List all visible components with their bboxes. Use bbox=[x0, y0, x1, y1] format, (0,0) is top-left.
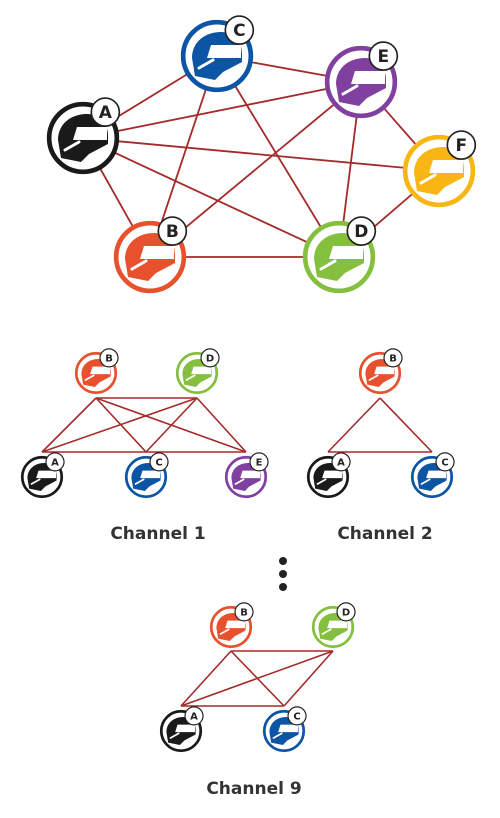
mesh-badge-a: A bbox=[90, 97, 121, 127]
ch1-badge-e: E bbox=[249, 452, 269, 472]
ch9-helmet-b-icon bbox=[209, 605, 253, 649]
svg-text:C: C bbox=[155, 457, 162, 468]
ch2-badge-c: C bbox=[435, 452, 455, 472]
svg-text:E: E bbox=[378, 47, 390, 67]
mesh-rider-f: F bbox=[402, 130, 477, 208]
ch1-badge-d: D bbox=[200, 348, 220, 368]
ch1-rider-d: D bbox=[175, 348, 220, 395]
ch2-badge-a: A bbox=[331, 452, 351, 472]
channel-9-network: B D A C bbox=[159, 602, 356, 753]
ch2-rider-b: B bbox=[358, 348, 403, 395]
ch9-badge-a: A bbox=[184, 706, 204, 726]
mesh-rider-c: C bbox=[180, 15, 255, 93]
ch9-badge-b: B bbox=[234, 602, 254, 622]
ch1-rider-a: A bbox=[20, 452, 65, 499]
svg-text:B: B bbox=[166, 222, 179, 242]
ch9-link-d-c bbox=[283, 650, 334, 707]
ch1-link-d-a bbox=[41, 397, 198, 453]
channel-1-network: B D A C E bbox=[20, 348, 269, 499]
svg-text:C: C bbox=[293, 711, 300, 722]
svg-text:D: D bbox=[354, 222, 368, 242]
ch1-rider-b: B bbox=[74, 348, 119, 395]
mesh-link-a-f bbox=[82, 137, 440, 172]
mesh-rider-e: E bbox=[324, 41, 399, 119]
mesh-rider-b: B bbox=[113, 216, 188, 294]
svg-text:A: A bbox=[99, 103, 113, 123]
svg-text:B: B bbox=[105, 353, 113, 364]
channel-9-caption: Channel 9 bbox=[206, 779, 302, 799]
mesh-link-c-d bbox=[216, 55, 340, 258]
ch9-rider-a: A bbox=[159, 706, 204, 753]
ch9-rider-b: B bbox=[209, 602, 254, 649]
svg-text:A: A bbox=[51, 457, 59, 468]
ch2-link-b-c bbox=[379, 397, 433, 453]
mesh-badge-e: E bbox=[368, 41, 399, 71]
ch2-rider-c: C bbox=[410, 452, 455, 499]
ch9-links bbox=[180, 650, 334, 707]
ch9-link-d-a bbox=[180, 650, 334, 707]
ch1-links bbox=[41, 397, 247, 453]
mesh-link-a-e bbox=[82, 81, 362, 139]
mesh-helmet-e-icon bbox=[324, 45, 398, 119]
mesh-network: A B C D E F bbox=[46, 15, 477, 294]
ch1-rider-c: C bbox=[124, 452, 169, 499]
channel-1-caption: Channel 1 bbox=[110, 524, 206, 544]
svg-text:B: B bbox=[240, 607, 248, 618]
mesh-badge-b: B bbox=[157, 216, 188, 246]
mesh-badge-d: D bbox=[346, 216, 377, 246]
svg-text:C: C bbox=[233, 21, 245, 41]
ch2-link-b-a bbox=[327, 397, 381, 453]
ch2-rider-a: A bbox=[306, 452, 351, 499]
mesh-badge-f: F bbox=[446, 130, 477, 160]
channel-2-caption: Channel 2 bbox=[337, 524, 433, 544]
svg-text:D: D bbox=[206, 353, 214, 364]
ch1-link-d-e bbox=[196, 397, 247, 453]
ch1-link-d-c bbox=[145, 397, 198, 453]
ch1-rider-e: E bbox=[224, 452, 269, 499]
ch9-badge-d: D bbox=[336, 602, 356, 622]
svg-text:E: E bbox=[256, 457, 263, 468]
ch9-helmet-a-icon bbox=[159, 709, 203, 753]
mesh-rider-d: D bbox=[302, 216, 377, 294]
ch1-badge-b: B bbox=[99, 348, 119, 368]
svg-text:C: C bbox=[441, 457, 448, 468]
ch9-link-b-a bbox=[180, 650, 232, 707]
ch9-helmet-d-icon bbox=[311, 605, 355, 649]
svg-text:D: D bbox=[342, 607, 350, 618]
mesh-link-a-d bbox=[82, 137, 340, 258]
svg-text:A: A bbox=[337, 457, 345, 468]
ch1-badge-a: A bbox=[45, 452, 65, 472]
svg-text:B: B bbox=[389, 353, 397, 364]
ch1-badge-c: C bbox=[149, 452, 169, 472]
ch9-rider-c: C bbox=[262, 706, 307, 753]
ch2-helmet-c-icon bbox=[410, 455, 454, 499]
ch2-links bbox=[327, 397, 433, 453]
mesh-badge-c: C bbox=[224, 15, 255, 45]
svg-text:F: F bbox=[456, 136, 468, 156]
more-channels-ellipsis-icon bbox=[279, 557, 289, 591]
ch9-badge-c: C bbox=[287, 706, 307, 726]
channel-2-network: B A C bbox=[306, 348, 455, 499]
ch1-link-b-a bbox=[41, 397, 97, 453]
ch9-rider-d: D bbox=[311, 602, 356, 649]
svg-text:A: A bbox=[190, 711, 198, 722]
ch2-badge-b: B bbox=[383, 348, 403, 368]
mesh-rider-a: A bbox=[46, 97, 121, 175]
